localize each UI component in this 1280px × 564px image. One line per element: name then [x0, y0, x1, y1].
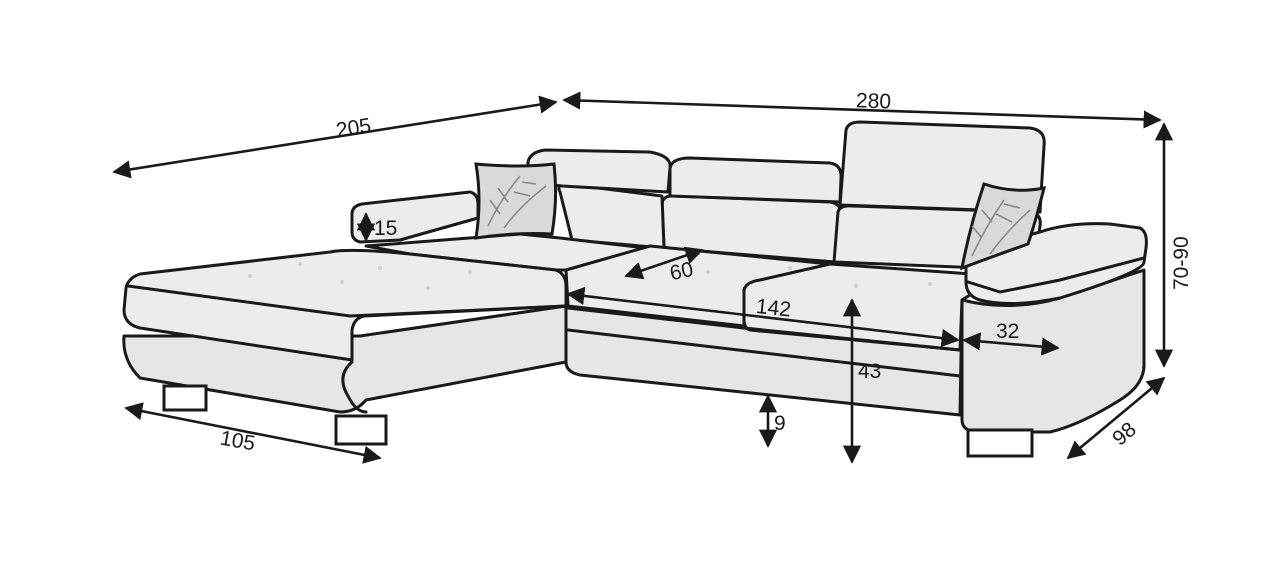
- label-seat-width: 142: [755, 295, 792, 322]
- leg-chaise-left: [162, 384, 208, 412]
- dimension-lines: [112, 91, 1174, 464]
- label-height: 70-90: [1170, 236, 1193, 290]
- label-seat-depth: 60: [668, 258, 696, 285]
- leg-right-front: [966, 428, 1034, 458]
- tufting: [248, 262, 932, 290]
- label-depth: 98: [1108, 418, 1141, 451]
- chaise-cushion-edge: [126, 284, 568, 318]
- armrest-seam: [966, 256, 1146, 294]
- pillow-left: [474, 162, 558, 240]
- dimension-labels: 205 280 70-90 98 105 15 60 142 32 43 9: [218, 89, 1193, 455]
- label-total-width: 280: [856, 89, 892, 113]
- sofa-illustration: [122, 120, 1148, 458]
- label-leg-height: 9: [774, 412, 786, 435]
- dim-seat-depth-line: [624, 246, 704, 280]
- pillow-right: [960, 182, 1047, 271]
- dim-chaise-width-line: [124, 402, 382, 464]
- label-armrest-width: 32: [996, 320, 1019, 343]
- dim-depth-line: [1066, 376, 1166, 460]
- dim-seat-width-line: [566, 286, 960, 348]
- left-armrest: [350, 190, 480, 244]
- label-seat-height: 43: [858, 360, 881, 383]
- headrest-middle: [668, 156, 843, 204]
- label-corner-depth: 205: [335, 114, 373, 142]
- dim-total-width-line: [562, 91, 1162, 129]
- dim-armrest-width-line: [962, 332, 1060, 356]
- label-armrest-height: 15: [374, 217, 397, 240]
- label-chaise-width: 105: [218, 427, 257, 456]
- leg-chaise-front: [334, 414, 388, 446]
- chaise-cushion: [122, 248, 568, 362]
- dim-corner-depth-line: [112, 95, 558, 179]
